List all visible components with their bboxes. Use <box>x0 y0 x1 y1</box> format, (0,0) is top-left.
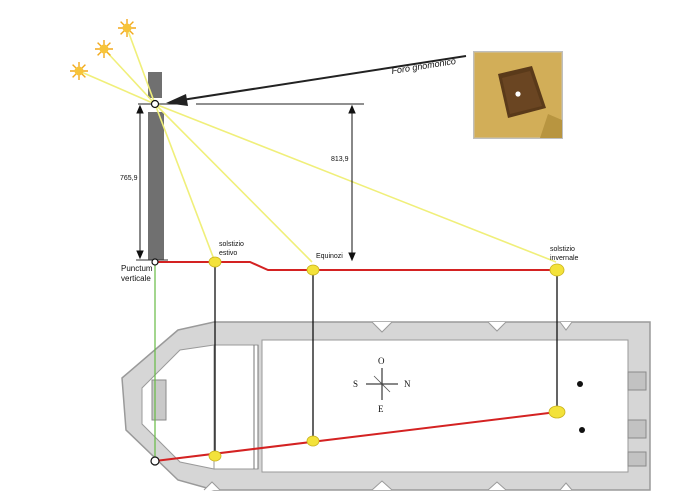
plan-wall-joints <box>203 321 573 491</box>
solstizio-estivo-label-1: solstizio <box>219 241 244 248</box>
wall-body <box>148 112 164 260</box>
compass-top: O <box>378 356 385 366</box>
compass-north: N <box>404 379 411 389</box>
punctum-marker <box>151 258 159 266</box>
plan-inner-apse <box>141 344 215 470</box>
plan-punctum-marker <box>150 456 160 466</box>
punctum-label-1: Punctum <box>121 264 153 273</box>
plan-dot <box>577 381 583 387</box>
compass-south: S <box>353 379 358 389</box>
dimension-right <box>348 104 356 262</box>
plan-dot <box>579 427 585 433</box>
meridian-elevation-line <box>155 261 557 271</box>
gnomonic-hole-group <box>138 99 364 109</box>
foro-photo-inset <box>473 51 563 139</box>
sun-icon <box>70 62 88 80</box>
compass-bottom: E <box>378 404 384 414</box>
dimension-left <box>136 104 144 260</box>
wall-top-block <box>148 72 162 98</box>
compass-rose-icon: S N O E <box>353 356 411 414</box>
sun-icon <box>95 40 113 58</box>
solstizio-estivo-label-2: estivo <box>219 250 237 257</box>
gnomon-wall <box>136 72 168 261</box>
solstizio-invernale-label-1: solstizio <box>550 246 575 253</box>
foro-gnomonico-label: Foro gnomonico <box>391 56 457 76</box>
meridian-plan-line <box>154 411 558 462</box>
projection-lines <box>214 262 558 456</box>
marker-equinozi <box>306 264 320 276</box>
foro-arrow <box>166 55 467 106</box>
marker-plan-estivo <box>208 450 222 462</box>
plan-altar <box>151 379 167 421</box>
plan-facade-blocks <box>627 371 647 467</box>
sun-icon <box>118 19 136 37</box>
markers <box>208 256 566 462</box>
punctum-label-2: verticale <box>121 274 151 283</box>
marker-solstizio-estivo <box>208 256 222 268</box>
marker-plan-equinozi <box>306 435 320 447</box>
solstizio-invernale-label-2: invernale <box>550 255 579 262</box>
sun-rays <box>78 27 557 263</box>
gnomonic-hole <box>150 99 160 109</box>
church-floor-plan <box>121 321 651 491</box>
dimension-right-label: 813,9 <box>331 156 349 163</box>
plan-inner-hall <box>261 339 629 473</box>
marker-solstizio-invernale <box>549 263 565 277</box>
equinozi-label: Equinozi <box>316 253 343 260</box>
dimension-left-label: 765,9 <box>120 175 138 182</box>
marker-plan-invernale <box>548 405 566 419</box>
